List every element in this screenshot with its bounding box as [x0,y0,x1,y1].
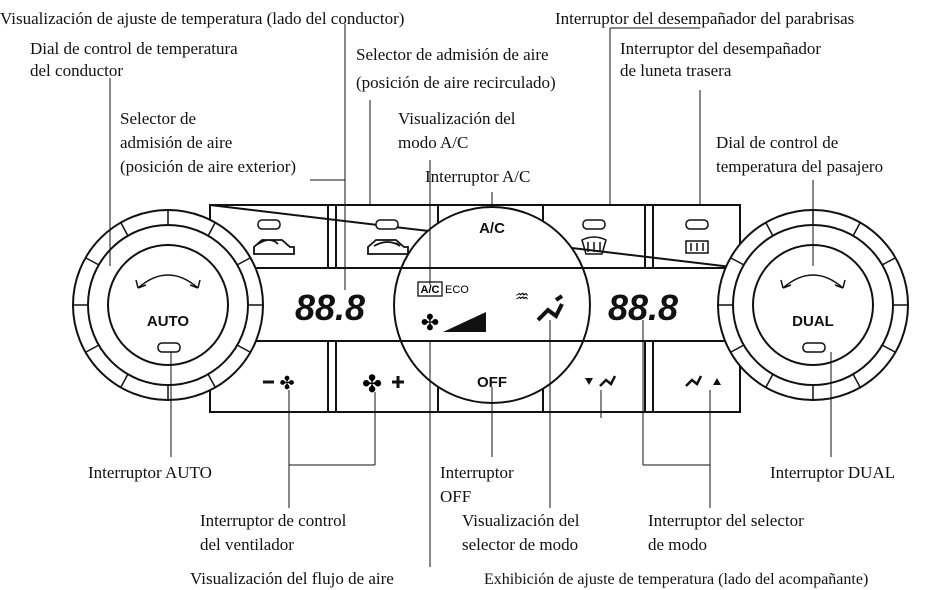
callout-driver-dial-l1: Dial de control de temperatura [30,39,238,58]
callout-recirc-l2: (posición de aire recirculado) [356,73,556,92]
callout-fan-control-l1: Interruptor de control [200,511,347,530]
callout-ac-display-l2: modo A/C [398,133,469,152]
dual-button-label[interactable]: DUAL [792,313,834,330]
callout-rear-defroster-l2: de luneta trasera [620,61,732,80]
callout-off-switch-l2: OFF [440,487,472,506]
callout-ac-switch: Interruptor A/C [425,167,531,186]
mode-down-person-icon [599,375,617,387]
callout-airflow-display: Visualización del flujo de aire [190,569,394,588]
fan-down-icon: ✤ [279,373,294,393]
passenger-dial-arc-icon [782,274,844,289]
airflow-bars [443,312,486,332]
dual-indicator-lamp [802,342,826,353]
callout-mode-display-l2: selector de modo [462,535,579,554]
callout-temp-display-driver: Visualización de ajuste de temperatura (… [0,9,405,28]
callout-outside-air-l3: (posición de aire exterior) [120,157,297,176]
eco-indicator: ECO [445,284,469,296]
recirculate-lamp [375,219,399,230]
rear-defrost-icon [685,240,709,254]
driver-dial[interactable] [72,209,264,401]
windshield-lamp [582,219,606,230]
callout-fan-control-l2: del ventilador [200,535,294,554]
auto-button-label[interactable]: AUTO [147,313,190,330]
button-mode-up[interactable] [652,340,741,413]
callout-ac-display-l1: Visualización del [398,109,516,128]
callout-dual-switch: Interruptor DUAL [770,463,896,482]
callout-mode-display-l1: Visualización del [462,511,580,530]
callout-passenger-dial-l1: Dial de control de [716,133,839,152]
outside-air-lamp [257,219,281,230]
outside-air-car-icon [253,239,295,255]
callout-mode-selector-l1: Interruptor del selector [648,511,804,530]
callout-auto-switch: Interruptor AUTO [88,463,212,482]
off-button-label[interactable]: OFF [477,374,507,391]
callout-outside-air-l1: Selector de [120,109,196,128]
defrost-mode-icon: ♒ [515,289,529,306]
callout-outside-air-l2: admisión de aire [120,133,233,152]
fan-up-icon: ✤ [362,371,382,398]
callout-windshield-defroster: Interruptor del desempañador del parabri… [555,9,855,28]
callout-off-switch-l1: Interruptor [440,463,514,482]
callout-recirc-l1: Selector de admisión de aire [356,45,549,64]
mode-person-icon [536,294,564,322]
callout-driver-dial-l2: del conductor [30,61,123,80]
windshield-defrost-icon [581,236,607,255]
ac-mode-indicator: A/C [421,284,440,296]
rear-defrost-lamp [685,219,709,230]
mode-up-arrow-icon [713,378,721,385]
ac-button-label[interactable]: A/C [479,220,505,237]
callout-rear-defroster-l1: Interruptor del desempañador [620,39,822,58]
callout-passenger-dial-l2: temperatura del pasajero [716,157,884,176]
mode-up-person-icon [685,375,703,387]
recirculate-car-icon [367,239,409,255]
mode-down-arrow-icon [585,378,593,385]
callout-temp-display-passenger: Exhibición de ajuste de temperatura (lad… [484,571,869,588]
driver-dial-arc-icon [137,274,199,289]
auto-indicator-lamp [157,342,181,353]
fan-icon: ✤ [421,310,439,335]
driver-temp-readout: 88.8 [295,287,365,328]
callout-mode-selector-l2: de modo [648,535,708,554]
